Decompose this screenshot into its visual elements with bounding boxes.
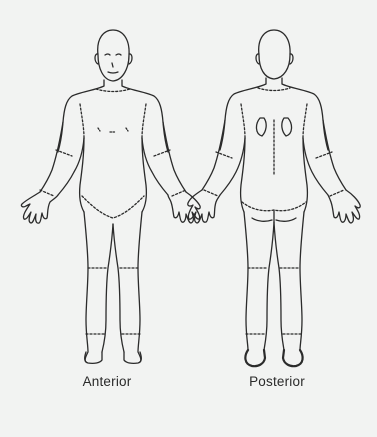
right-scapula xyxy=(282,118,292,136)
posterior-right-hand xyxy=(328,190,360,223)
posterior-head xyxy=(259,30,290,79)
posterior-label: Posterior xyxy=(237,374,317,389)
posterior-right-leg xyxy=(300,212,304,350)
anterior-label: Anterior xyxy=(72,374,142,389)
posterior-left-leg xyxy=(244,212,248,350)
left-scapula xyxy=(256,118,266,136)
